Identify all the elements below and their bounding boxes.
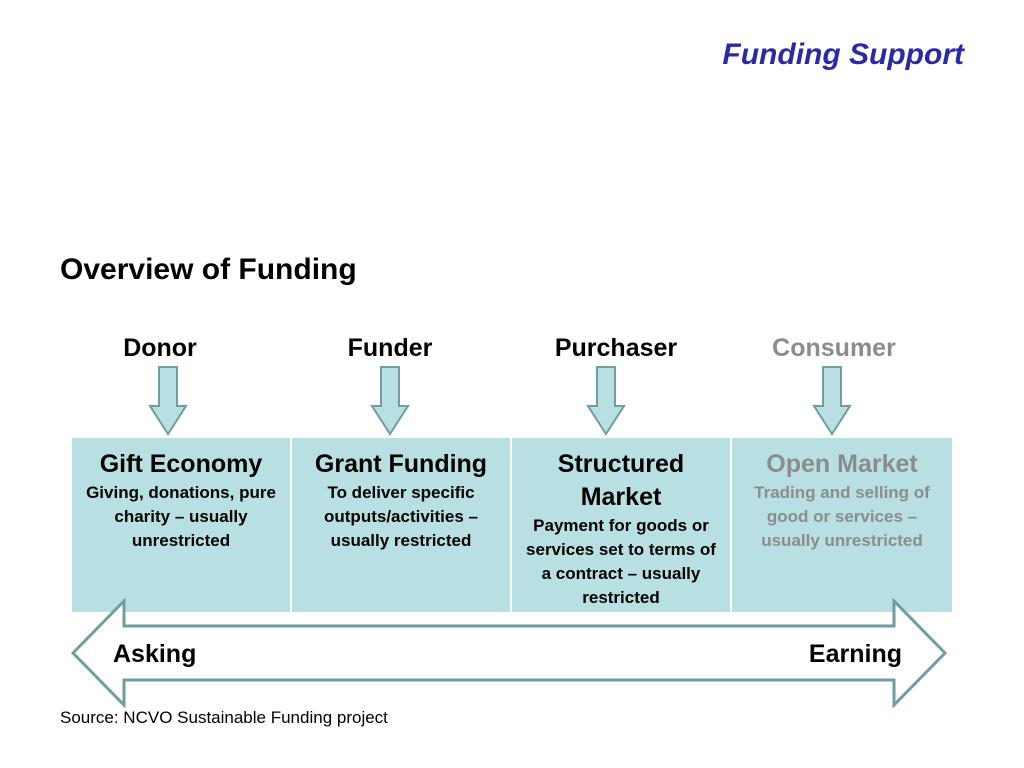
down-arrow-icon <box>148 366 188 436</box>
role-label-donor: Donor <box>123 334 197 362</box>
category-title: Open Market <box>766 450 918 478</box>
down-arrow-icon <box>812 366 852 436</box>
category-cell-grant-funding: Grant Funding To deliver specific output… <box>292 438 512 612</box>
source-citation: Source: NCVO Sustainable Funding project <box>60 708 388 727</box>
role-label-purchaser: Purchaser <box>554 334 678 362</box>
category-title: Gift Economy <box>99 450 263 478</box>
funding-categories-table: Gift Economy Giving, donations, pure cha… <box>72 438 952 612</box>
double-headed-arrow-icon <box>70 598 948 708</box>
down-arrow-icon <box>370 366 410 436</box>
spectrum-right-label: Earning <box>808 640 902 668</box>
role-label-consumer: Consumer <box>772 334 896 362</box>
category-description: Payment for goods or services set to ter… <box>526 516 716 607</box>
category-title: Grant Funding <box>314 450 488 478</box>
down-arrow-icon <box>586 366 626 436</box>
category-description: Trading and selling of good or services … <box>754 483 930 550</box>
slide-title: Funding Support <box>722 38 964 71</box>
category-description: To deliver specific outputs/activities –… <box>324 483 478 550</box>
spectrum-left-label: Asking <box>113 640 197 668</box>
category-cell-structured-market: Structured Market Payment for goods or s… <box>512 438 732 612</box>
category-title: Structured Market <box>557 450 685 511</box>
category-cell-open-market: Open Market Trading and selling of good … <box>732 438 952 612</box>
category-description: Giving, donations, pure charity – usuall… <box>86 483 276 550</box>
section-heading: Overview of Funding <box>60 253 357 286</box>
role-label-funder: Funder <box>347 334 433 362</box>
category-cell-gift-economy: Gift Economy Giving, donations, pure cha… <box>72 438 292 612</box>
